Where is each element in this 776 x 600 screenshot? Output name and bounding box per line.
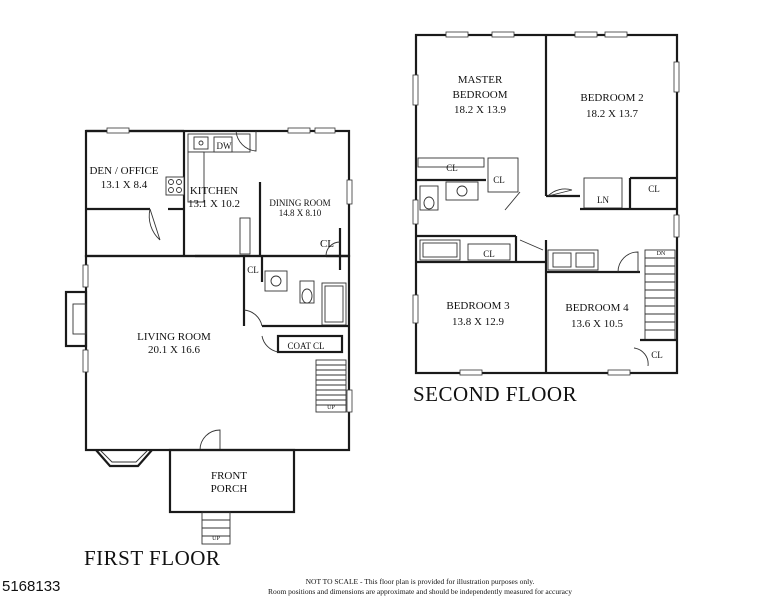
bath-closet-label: CL [483, 249, 495, 259]
master-name-line2: BEDROOM [452, 89, 507, 101]
disclaimer-line2: Room positions and dimensions are approx… [267, 587, 573, 596]
bedroom2-closet-label: CL [648, 184, 660, 194]
living-name: LIVING ROOM [137, 331, 211, 343]
coat-closet-label: COAT CL [287, 341, 324, 351]
hall-closet-label: CL [247, 265, 259, 275]
bedroom3-name: BEDROOM 3 [446, 300, 510, 312]
dining-dims: 14.8 X 8.10 [279, 208, 322, 218]
porch-name-line2: PORCH [211, 483, 248, 495]
first-floor-plan [64, 127, 353, 545]
stair-down-label: DN [657, 251, 666, 257]
kitchen-name: KITCHEN [190, 185, 238, 197]
dishwasher-label: DW [217, 141, 232, 151]
first-floor-title: FIRST FLOOR [84, 546, 220, 570]
second-floor-title: SECOND FLOOR [413, 382, 577, 406]
bedroom2-name: BEDROOM 2 [580, 92, 643, 104]
disclaimer-line1: NOT TO SCALE - This floor plan is provid… [305, 577, 535, 586]
master-closet2-label: CL [493, 175, 505, 185]
stair-up-label: UP [327, 405, 335, 411]
dining-name: DINING ROOM [269, 198, 330, 208]
bedroom2-dims: 18.2 X 13.7 [586, 108, 638, 120]
bedroom4-dims: 13.6 X 10.5 [571, 318, 623, 330]
kitchen-dims: 13.1 X 10.2 [188, 198, 240, 210]
porch-name-line1: FRONT [211, 470, 247, 482]
linen-closet-label: LN [597, 195, 609, 205]
bedroom3-dims: 13.8 X 12.9 [452, 316, 504, 328]
fireplace [64, 290, 88, 348]
listing-id: 5168133 [2, 578, 61, 595]
disclaimer: NOT TO SCALE - This floor plan is provid… [210, 577, 630, 597]
master-name-line1: MASTER [458, 74, 503, 86]
bedroom4-closet-label: CL [651, 350, 663, 360]
living-dims: 20.1 X 16.6 [148, 344, 200, 356]
porch-up-label: UP [212, 536, 220, 542]
den-name: DEN / OFFICE [89, 165, 158, 177]
dining-closet-label: CL [320, 238, 334, 250]
second-floor-plan [412, 31, 680, 376]
bedroom4-name: BEDROOM 4 [565, 302, 629, 314]
den-dims: 13.1 X 8.4 [101, 179, 148, 191]
master-closet1-label: CL [446, 163, 458, 173]
master-dims: 18.2 X 13.9 [454, 104, 506, 116]
